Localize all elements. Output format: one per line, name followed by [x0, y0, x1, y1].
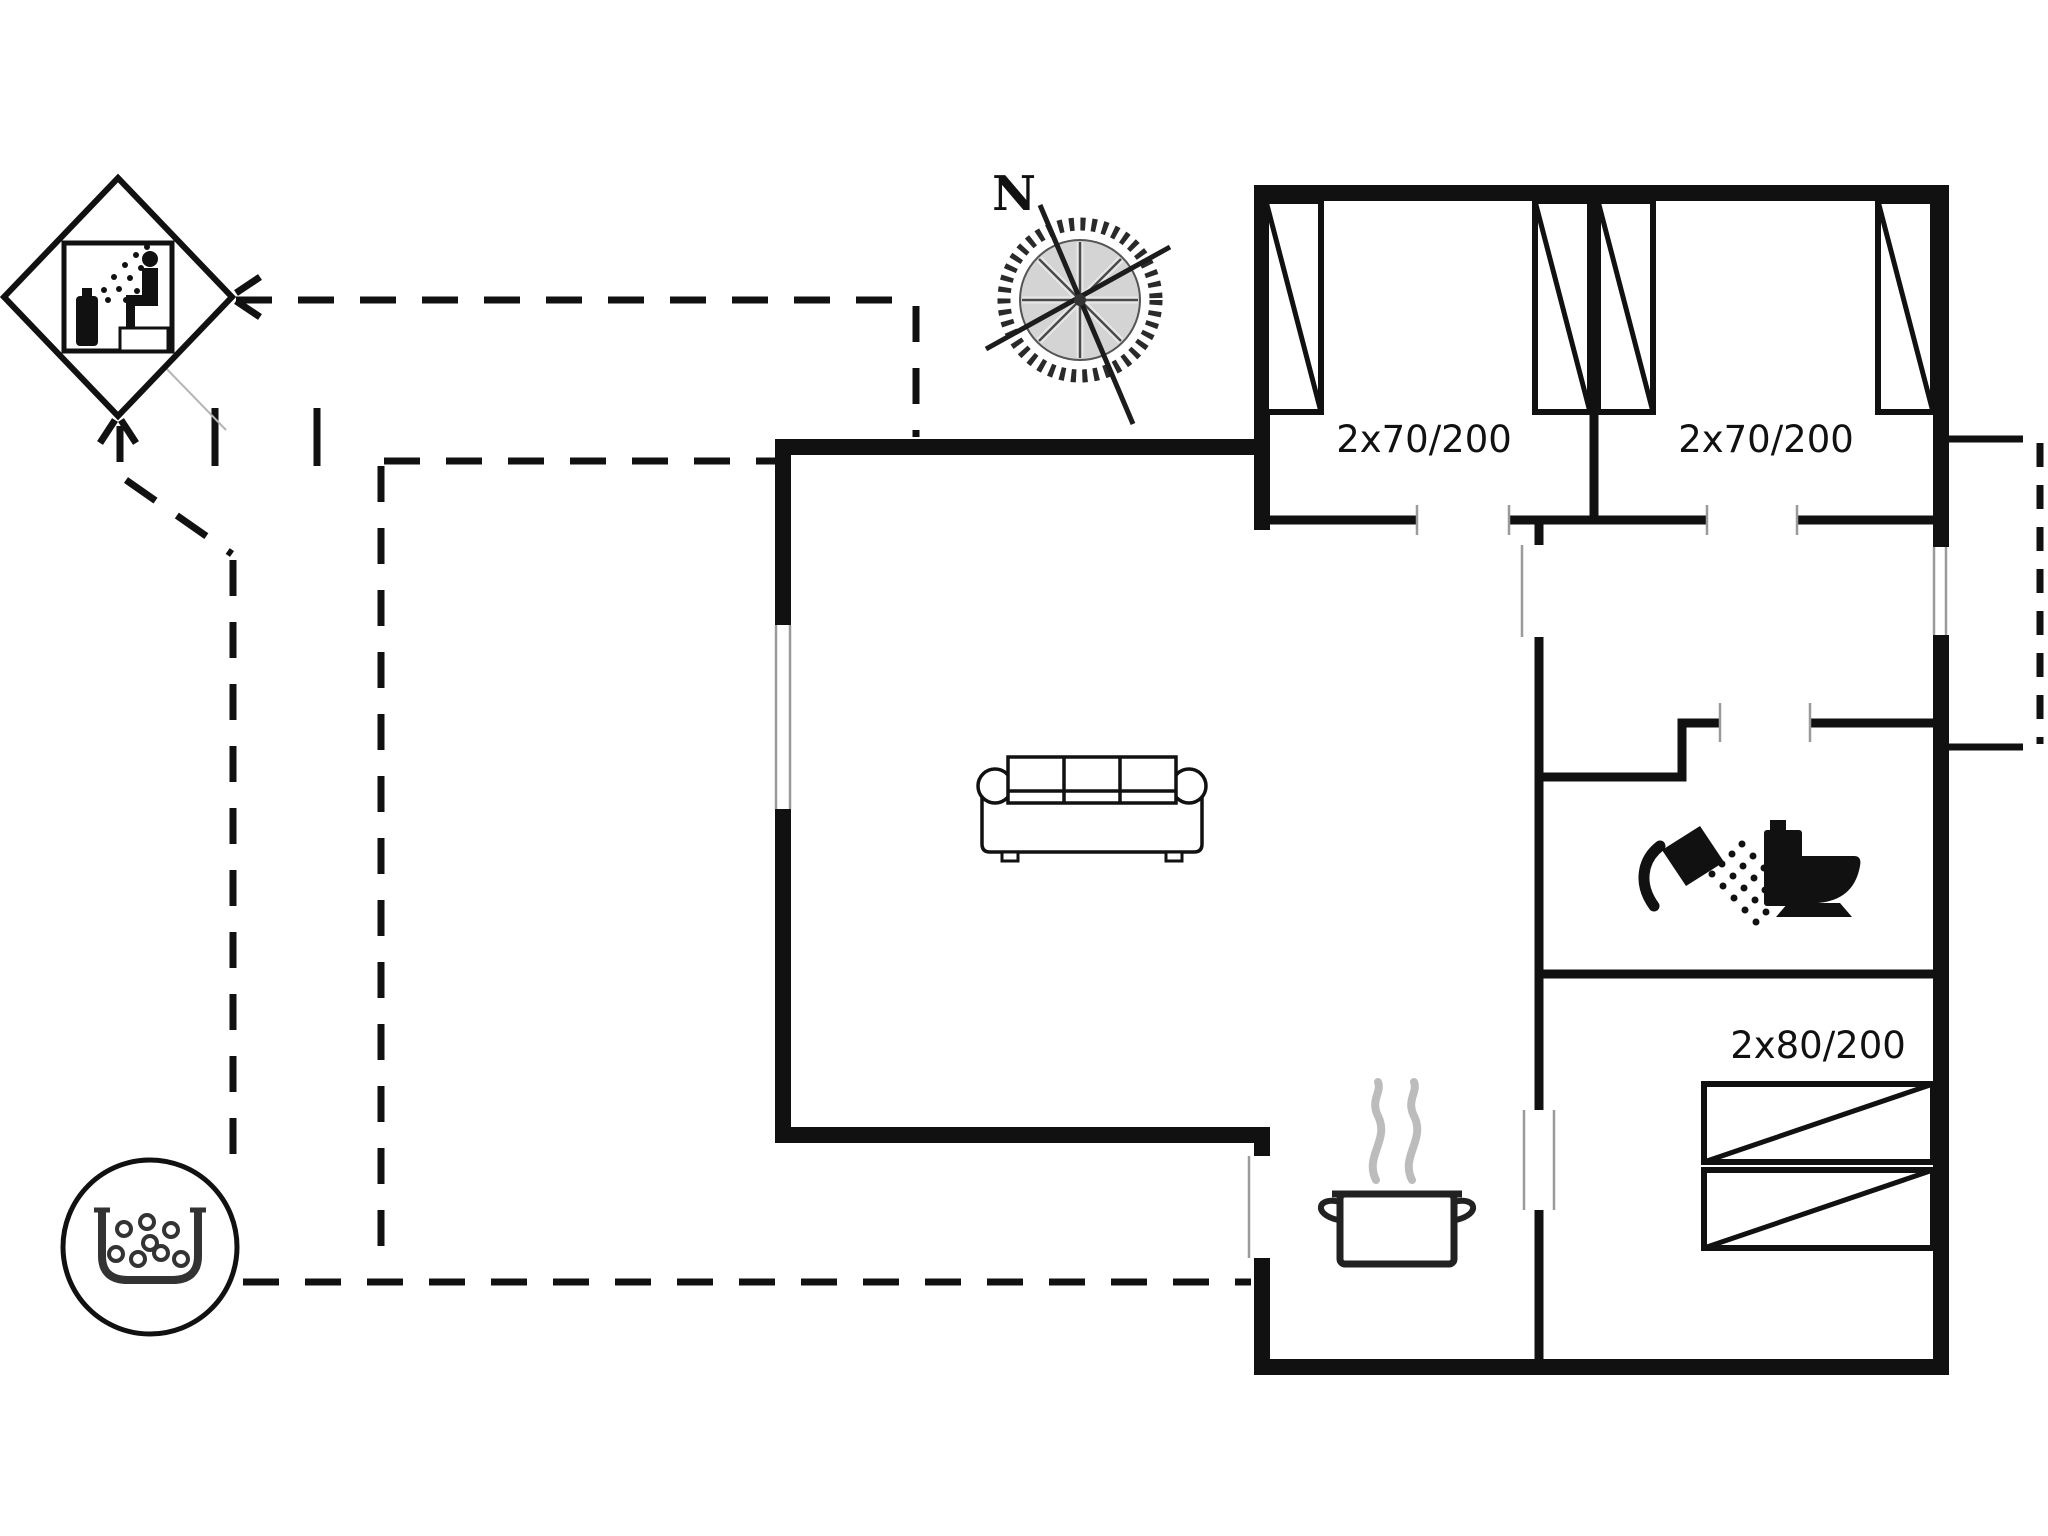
bedroom2-bed-size-label: 2x70/200 — [1678, 418, 1854, 461]
pot-handle — [1453, 1197, 1477, 1223]
hall-door-opening — [1527, 545, 1551, 637]
hot-tub-icon — [60, 1157, 240, 1337]
diamond-tick — [118, 418, 139, 445]
pot-body — [1336, 1190, 1458, 1268]
pot-handle — [1317, 1197, 1341, 1223]
spa-bottle-neck — [82, 288, 92, 298]
bedroom2-door-opening — [1707, 506, 1797, 534]
diamond-tick — [234, 298, 262, 320]
steam-icon — [1404, 1078, 1422, 1184]
beds — [1263, 198, 1936, 1251]
sofa-backrest — [1006, 755, 1178, 805]
entrance-door-opening — [1250, 1156, 1274, 1258]
openings — [771, 505, 1953, 1258]
living-room-window-gap — [771, 625, 795, 809]
faint-guide-line — [159, 361, 227, 431]
bedroom1-door-opening — [1417, 506, 1509, 534]
bedroom3-door-opening — [1527, 1110, 1551, 1210]
compass-needle — [1037, 204, 1136, 425]
bed-diagonal — [1875, 200, 1936, 413]
sofa-foot — [1164, 850, 1184, 863]
bed-diagonal — [1532, 200, 1593, 413]
steam-icon — [1368, 1078, 1386, 1184]
bedroom1-bed-size-label: 2x70/200 — [1336, 418, 1512, 461]
compass-rose-icon: N — [984, 166, 1172, 425]
compass-teeth-ring — [997, 217, 1163, 383]
north-label: N — [992, 166, 1036, 222]
seated-person-head — [142, 251, 158, 267]
hall-window-gap — [1929, 547, 1953, 635]
shower-icon — [1638, 826, 1770, 926]
toilet-bowl — [1802, 856, 1861, 903]
toilet-tank — [1764, 830, 1802, 906]
toilet-icon — [1764, 820, 1861, 917]
bed-diagonal — [1703, 1081, 1934, 1165]
spa-pictogram-icon — [0, 173, 262, 445]
bedroom3-bed-size-label: 2x80/200 — [1730, 1024, 1906, 1067]
compass-center — [1074, 294, 1086, 306]
spa-bottle — [76, 296, 98, 346]
sofa-foot — [1000, 850, 1020, 863]
diamond-tick — [234, 274, 262, 296]
dashed-terrace-boundary — [116, 296, 2044, 1286]
seated-person-leg — [126, 295, 135, 328]
toilet-base — [1776, 903, 1852, 917]
tub-bubbles — [107, 1213, 190, 1268]
bed-diagonal — [1703, 1167, 1934, 1251]
diamond-tick — [97, 418, 118, 445]
bed-diagonal — [1263, 200, 1324, 413]
bathroom-door-opening — [1720, 706, 1810, 740]
bed-diagonal — [1595, 200, 1656, 413]
spa-bench — [118, 326, 170, 353]
carport-dashed-diagonal — [123, 477, 235, 557]
tub-outline — [98, 1210, 202, 1284]
cooking-pot-icon — [1317, 1078, 1477, 1268]
shower-arm — [1638, 840, 1666, 912]
sofa-icon — [976, 755, 1208, 863]
toilet-button — [1770, 820, 1786, 832]
shower-head — [1662, 826, 1724, 886]
